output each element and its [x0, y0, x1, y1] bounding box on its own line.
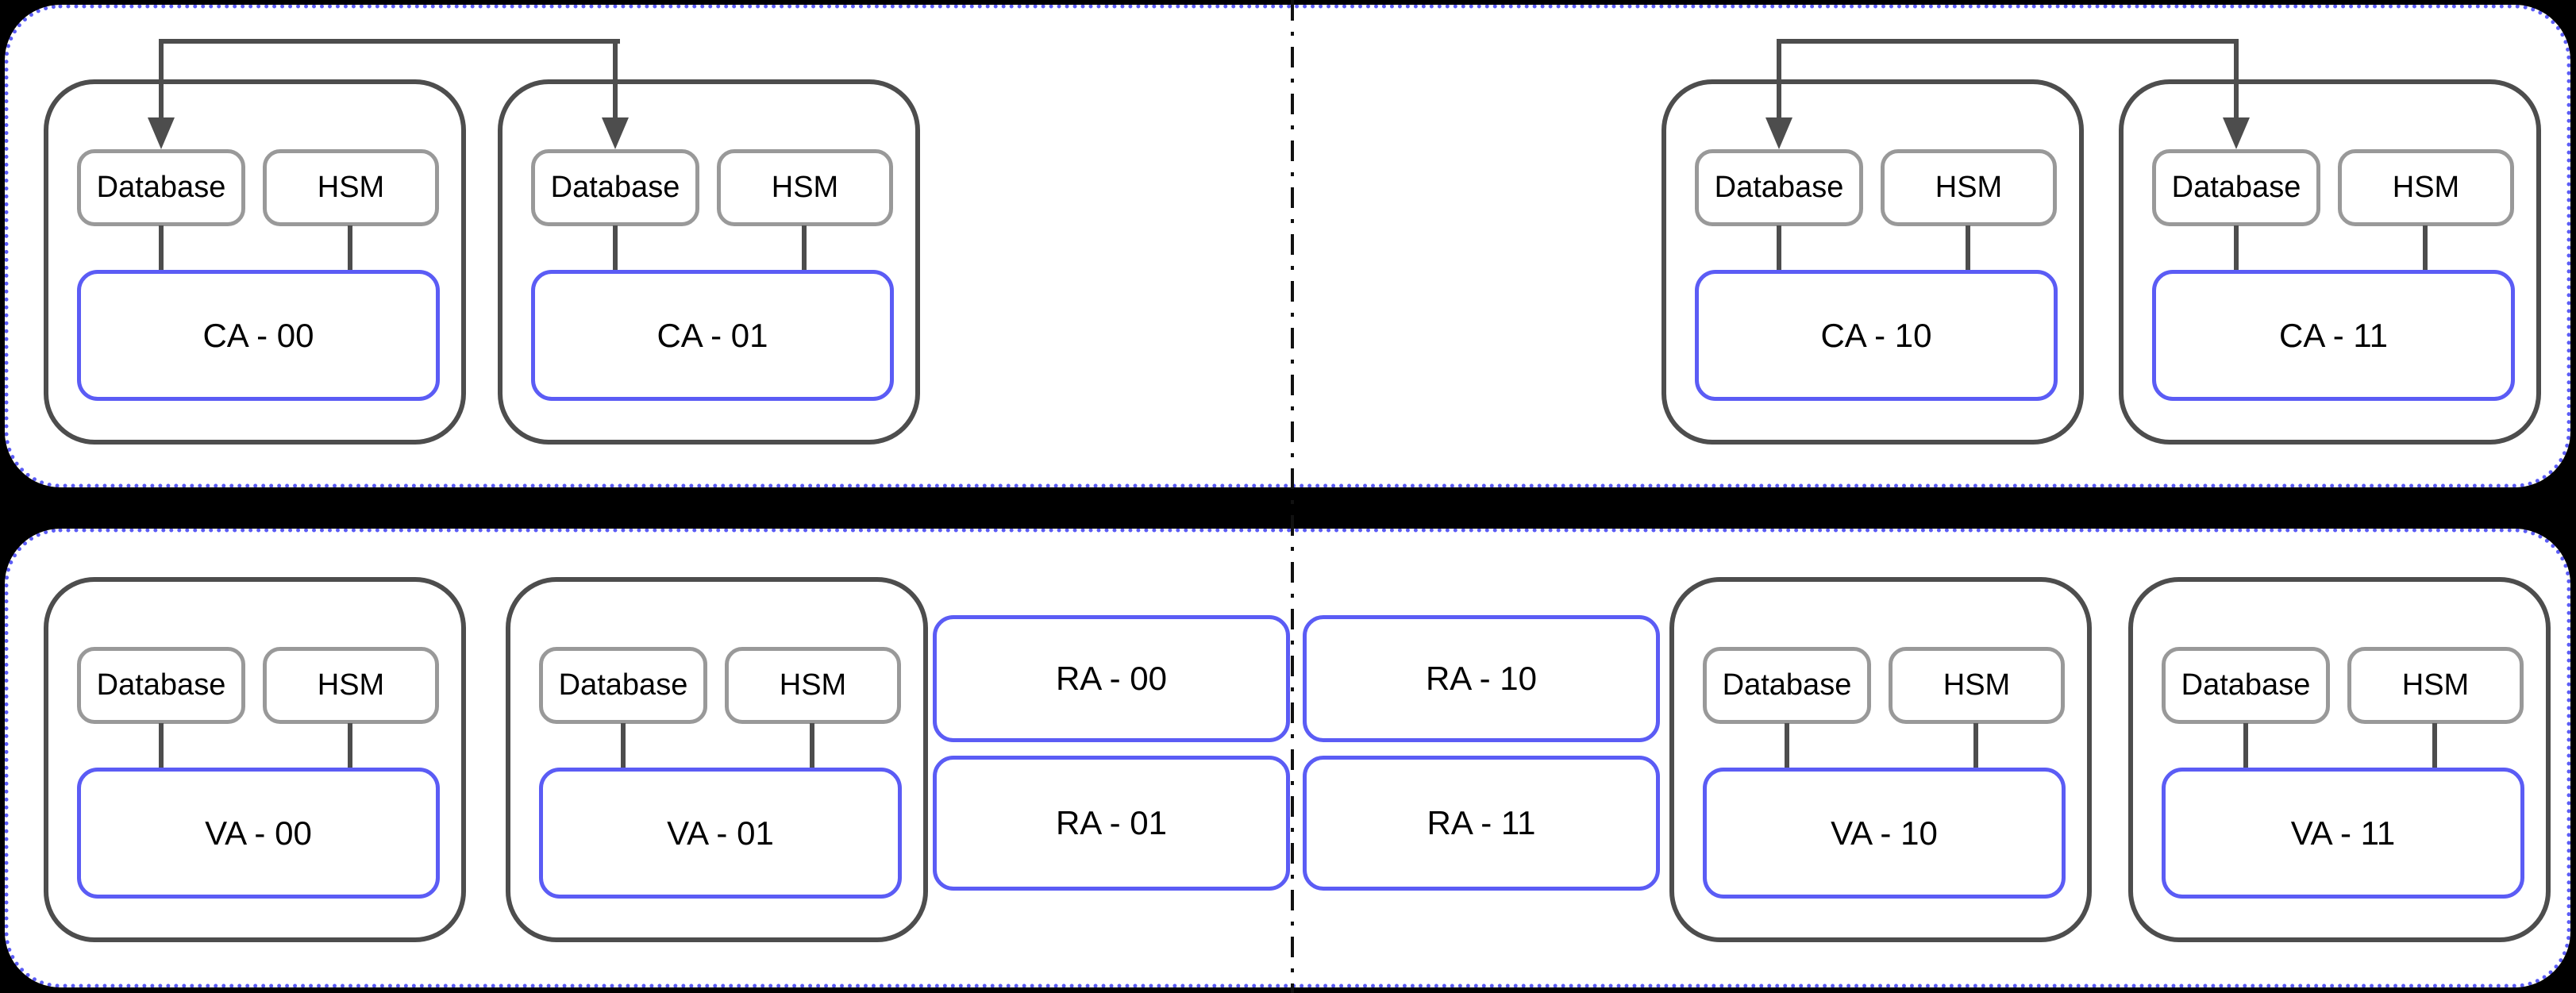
- ca-left-site-arrow-edge[interactable]: [159, 39, 620, 44]
- ca-10-group[interactable]: Database HSM CA - 10: [1662, 79, 2084, 445]
- arrowhead-into-ca-01-database: [602, 117, 629, 149]
- database-label: Database: [2181, 668, 2311, 702]
- arrowhead-into-ca-11-database: [2223, 117, 2250, 149]
- va-11-node[interactable]: VA - 11: [2162, 768, 2524, 899]
- ca-00-database-node[interactable]: Database: [77, 149, 245, 226]
- va-11-hsm-node[interactable]: HSM: [2347, 647, 2524, 724]
- db-to-va-connector[interactable]: [2243, 723, 2248, 768]
- ca-10-hsm-node[interactable]: HSM: [1881, 149, 2057, 226]
- database-label: Database: [558, 668, 688, 702]
- hsm-label: HSM: [2392, 171, 2460, 204]
- database-label: Database: [1714, 171, 1844, 204]
- va-01-database-node[interactable]: Database: [539, 647, 707, 724]
- arrow-drop-ca-01[interactable]: [613, 39, 618, 117]
- ra-11-label: RA - 11: [1427, 804, 1536, 841]
- hsm-label: HSM: [317, 668, 385, 702]
- ca-01-group[interactable]: Database HSM CA - 01: [498, 79, 920, 445]
- ca-11-hsm-node[interactable]: HSM: [2338, 149, 2514, 226]
- ca-right-site-arrow-edge[interactable]: [1777, 39, 2239, 44]
- hsm-label: HSM: [2401, 668, 2470, 702]
- db-to-ca-connector[interactable]: [1777, 225, 1781, 270]
- db-to-va-connector[interactable]: [621, 723, 626, 768]
- ca-01-database-node[interactable]: Database: [531, 149, 699, 226]
- ca-01-label: CA - 01: [657, 316, 768, 354]
- hsm-to-va-connector[interactable]: [810, 723, 814, 768]
- database-label: Database: [96, 171, 226, 204]
- hsm-to-va-connector[interactable]: [1973, 723, 1978, 768]
- hsm-to-ca-connector[interactable]: [2423, 225, 2428, 270]
- ca-10-database-node[interactable]: Database: [1695, 149, 1863, 226]
- va-10-label: VA - 10: [1831, 814, 1938, 852]
- va-00-group[interactable]: Database HSM VA - 00: [44, 577, 466, 942]
- va-00-database-node[interactable]: Database: [77, 647, 245, 724]
- ca-01-node[interactable]: CA - 01: [531, 270, 894, 401]
- hsm-label: HSM: [1943, 668, 2011, 702]
- ra-00-node[interactable]: RA - 00: [933, 615, 1290, 742]
- ca-11-label: CA - 11: [2279, 316, 2388, 354]
- hsm-label: HSM: [779, 668, 847, 702]
- database-label: Database: [2171, 171, 2301, 204]
- va-10-group[interactable]: Database HSM VA - 10: [1669, 577, 2092, 942]
- ca-00-hsm-node[interactable]: HSM: [263, 149, 439, 226]
- hsm-to-ca-connector[interactable]: [802, 225, 807, 270]
- hsm-label: HSM: [1935, 171, 2003, 204]
- va-00-node[interactable]: VA - 00: [77, 768, 440, 899]
- database-label: Database: [1722, 668, 1852, 702]
- ca-10-node[interactable]: CA - 10: [1695, 270, 2058, 401]
- va-11-group[interactable]: Database HSM VA - 11: [2128, 577, 2551, 942]
- va-01-group[interactable]: Database HSM VA - 01: [506, 577, 928, 942]
- database-label: Database: [96, 668, 226, 702]
- arrow-drop-ca-10[interactable]: [1777, 39, 1781, 117]
- ca-11-group[interactable]: Database HSM CA - 11: [2119, 79, 2541, 445]
- db-to-va-connector[interactable]: [1785, 723, 1789, 768]
- ra-11-node[interactable]: RA - 11: [1303, 756, 1660, 891]
- ca-11-database-node[interactable]: Database: [2152, 149, 2320, 226]
- ca-00-group[interactable]: Database HSM CA - 00: [44, 79, 466, 445]
- hsm-to-va-connector[interactable]: [348, 723, 352, 768]
- ca-11-node[interactable]: CA - 11: [2152, 270, 2515, 401]
- db-to-ca-connector[interactable]: [159, 225, 164, 270]
- ra-00-label: RA - 00: [1055, 660, 1168, 697]
- va-01-label: VA - 01: [667, 814, 774, 852]
- hsm-label: HSM: [317, 171, 385, 204]
- ca-00-node[interactable]: CA - 00: [77, 270, 440, 401]
- va-11-label: VA - 11: [2290, 814, 2396, 852]
- hsm-label: HSM: [771, 171, 839, 204]
- db-to-ca-connector[interactable]: [613, 225, 618, 270]
- ra-01-label: RA - 01: [1055, 804, 1168, 841]
- ra-01-node[interactable]: RA - 01: [933, 756, 1290, 891]
- arrow-drop-ca-00[interactable]: [159, 39, 164, 117]
- hsm-to-va-connector[interactable]: [2432, 723, 2437, 768]
- va-10-database-node[interactable]: Database: [1703, 647, 1871, 724]
- arrowhead-into-ca-00-database: [148, 117, 175, 149]
- ra-10-label: RA - 10: [1425, 660, 1538, 697]
- va-00-hsm-node[interactable]: HSM: [263, 647, 439, 724]
- ra-10-node[interactable]: RA - 10: [1303, 615, 1660, 742]
- va-00-label: VA - 00: [205, 814, 312, 852]
- db-to-ca-connector[interactable]: [2234, 225, 2239, 270]
- arrowhead-into-ca-10-database: [1765, 117, 1792, 149]
- database-label: Database: [550, 171, 680, 204]
- db-to-va-connector[interactable]: [159, 723, 164, 768]
- hsm-to-ca-connector[interactable]: [1966, 225, 1970, 270]
- ca-10-label: CA - 10: [1820, 316, 1932, 354]
- va-10-node[interactable]: VA - 10: [1703, 768, 2066, 899]
- va-01-hsm-node[interactable]: HSM: [725, 647, 901, 724]
- ca-00-label: CA - 00: [202, 316, 314, 354]
- ca-01-hsm-node[interactable]: HSM: [717, 149, 893, 226]
- hsm-to-ca-connector[interactable]: [348, 225, 352, 270]
- va-10-hsm-node[interactable]: HSM: [1889, 647, 2065, 724]
- arrow-drop-ca-11[interactable]: [2234, 39, 2239, 117]
- va-11-database-node[interactable]: Database: [2162, 647, 2330, 724]
- va-01-node[interactable]: VA - 01: [539, 768, 902, 899]
